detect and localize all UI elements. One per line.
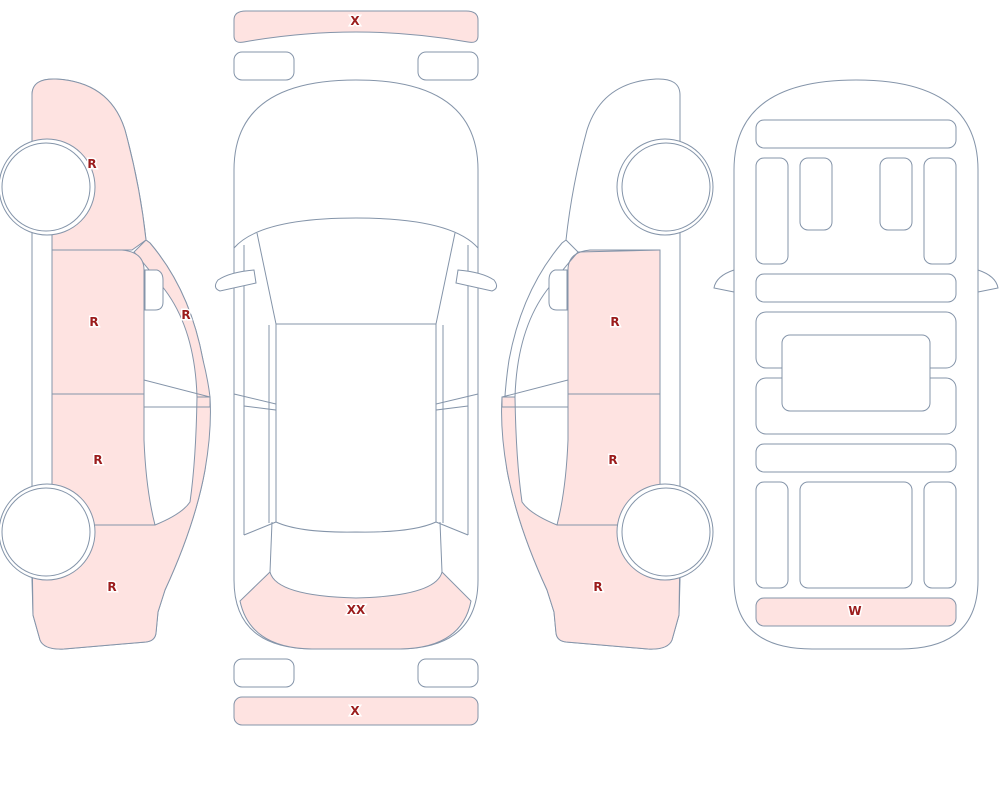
hood-mark: XX: [347, 603, 366, 617]
rear-bumper-mark: X: [350, 704, 360, 718]
left-front-door-mark: R: [89, 315, 98, 329]
rear-window-line: [275, 521, 437, 533]
right-front-quarter-window: [548, 269, 568, 311]
underbody-right-rear-rail: [923, 157, 957, 265]
underbody-right-mirror-tab: [977, 269, 999, 293]
right-b-pillar-mark: [435, 393, 479, 411]
underbody-engine-bay: [799, 481, 913, 589]
rear-bumper-panel[interactable]: [233, 696, 479, 726]
right-rear-quarter-panel[interactable]: [501, 396, 681, 650]
damage-marks: X XX X R R R R R R R R W: [86, 13, 863, 720]
underbody-right-tank-mount: [879, 157, 913, 231]
windshield: [256, 232, 456, 325]
underbody-left-front-rail: [755, 481, 789, 589]
underbody-rear-crossmember: [755, 119, 957, 149]
right-front-wheel: [621, 142, 711, 232]
underbody-center-tunnel: [781, 334, 931, 412]
top-view: [214, 10, 498, 726]
left-front-door-panel[interactable]: [51, 249, 145, 395]
underbody-rear-floor-crossmember: [755, 273, 957, 303]
left-front-fender-mark: R: [87, 157, 96, 171]
underbody-front-crossmember-panel[interactable]: [755, 597, 957, 627]
right-door-glass-recess: [501, 379, 569, 408]
front-bumper-panel[interactable]: [233, 10, 479, 43]
underbody-view: [713, 79, 999, 650]
right-rear-quarter-mark: R: [593, 580, 602, 594]
right-rear-door-mark: R: [608, 453, 617, 467]
left-b-pillar-mark: [233, 393, 277, 411]
left-a-pillar-mark: R: [181, 308, 190, 322]
right-rear-wheel: [621, 487, 711, 577]
underbody-front-crossmember-mark: W: [848, 604, 861, 618]
front-bumper-mark: X: [350, 14, 360, 28]
left-side-rail: [243, 245, 277, 535]
left-mirror-top: [214, 269, 257, 292]
right-side-rail: [435, 245, 469, 535]
left-front-wheel: [1, 142, 91, 232]
right-taillight: [417, 658, 479, 688]
right-front-door-mark: R: [610, 315, 619, 329]
underbody-right-front-rail: [923, 481, 957, 589]
hood-panel[interactable]: [239, 571, 472, 650]
underbody-mid-crossmember: [755, 443, 957, 473]
left-headlight: [233, 51, 295, 81]
right-mirror-top: [455, 269, 498, 292]
left-front-quarter-window: [144, 269, 164, 311]
trunk-sides: [243, 521, 469, 573]
underbody-left-tank-mount: [799, 157, 833, 231]
left-rear-door-mark: R: [93, 453, 102, 467]
left-rear-quarter-panel[interactable]: [31, 396, 211, 650]
left-side-view: [0, 78, 211, 650]
roof-line: [233, 217, 479, 249]
left-rear-wheel: [1, 487, 91, 577]
underbody-left-rear-rail: [755, 157, 789, 265]
underbody-left-mirror-tab: [713, 269, 735, 293]
right-a-pillar-line: [514, 239, 661, 398]
right-side-view: [501, 78, 714, 650]
left-door-glass-recess: [143, 379, 211, 408]
right-headlight: [417, 51, 479, 81]
right-front-door-panel[interactable]: [567, 249, 661, 395]
left-taillight: [233, 658, 295, 688]
left-rear-quarter-mark: R: [107, 580, 116, 594]
